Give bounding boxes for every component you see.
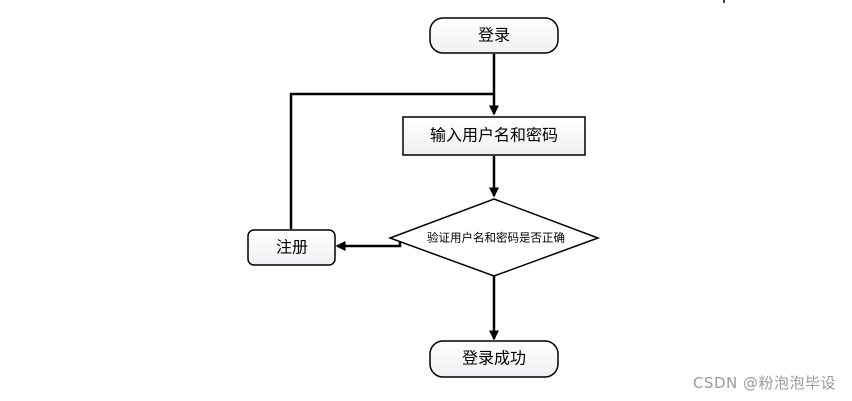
start-node-label: 登录 [478, 26, 510, 45]
input-process-node: 输入用户名和密码 [402, 116, 586, 156]
register-node-label: 注册 [276, 238, 308, 257]
success-node-label: 登录成功 [462, 349, 526, 368]
edge-decision-to-register [335, 238, 402, 251]
validation-decision-label: 验证用户名和密码是否正确 [427, 231, 565, 245]
start-node: 登录 [429, 17, 559, 54]
csdn-watermark: CSDN @粉泡泡毕设 [692, 374, 836, 392]
edge-register-to-input-loop [289, 92, 494, 229]
register-node: 注册 [247, 229, 336, 266]
success-node: 登录成功 [429, 340, 559, 378]
validation-decision-node: 验证用户名和密码是否正确 [387, 198, 601, 277]
input-process-label: 输入用户名和密码 [430, 126, 558, 145]
